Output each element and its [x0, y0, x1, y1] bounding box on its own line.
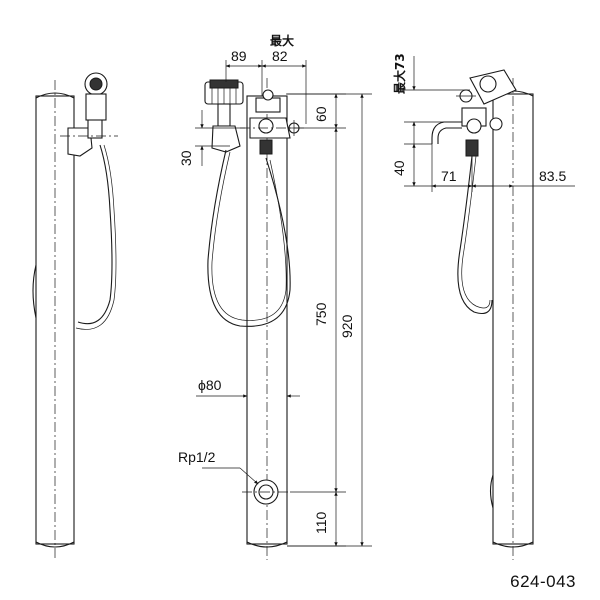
dimension-phi80: ϕ80 [198, 377, 222, 393]
center-hose-inner [211, 151, 287, 321]
dimension-60: 60 [313, 106, 329, 122]
left-hose [77, 144, 113, 325]
right-hose [457, 155, 493, 315]
center-view: 最大 89 82 60 30 750 920 110 ϕ80 Rp1/2 [178, 33, 372, 560]
dimension-max-73: 最大73 [392, 53, 407, 94]
dimension-30: 30 [178, 150, 194, 166]
dimension-920: 920 [339, 314, 355, 338]
right-dimension-lines [404, 56, 575, 192]
center-inlet-fitting [242, 479, 290, 505]
center-shower-head [204, 79, 244, 153]
max-label: 最大 [270, 33, 294, 48]
left-hose-inner [75, 144, 117, 330]
left-column [32, 80, 75, 560]
left-view [32, 72, 118, 560]
dimension-rp12: Rp1/2 [178, 449, 216, 465]
dimension-750: 750 [313, 302, 329, 326]
center-valve [240, 89, 304, 155]
left-faucet-head [60, 72, 118, 157]
center-dimension-lines [195, 60, 372, 547]
right-column [489, 78, 534, 560]
dimension-110: 110 [313, 511, 329, 534]
dimension-40: 40 [391, 160, 407, 176]
product-code: 624-043 [510, 572, 576, 591]
right-view: 最大73 40 71 83.5 [391, 53, 575, 560]
dimension-82: 82 [272, 48, 288, 64]
dimension-89: 89 [231, 48, 247, 64]
right-hose-inner [461, 155, 491, 309]
right-faucet-head [431, 69, 517, 157]
dimension-83-5: 83.5 [539, 168, 566, 184]
center-hose [207, 149, 291, 327]
dimension-71: 71 [441, 168, 457, 184]
